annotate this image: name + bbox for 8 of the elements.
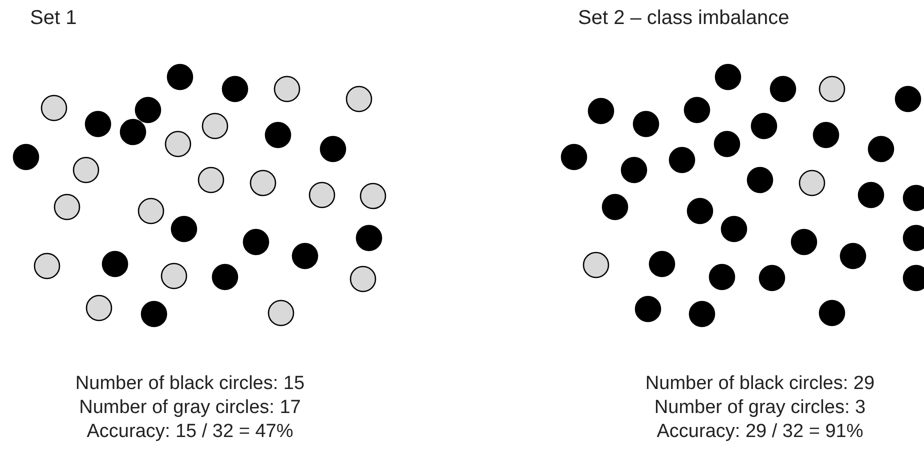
count-text: Number of gray circles: 3 [654,396,866,420]
count-text: Number of black circles: 29 [645,372,875,396]
accuracy-text: Accuracy: 29 / 32 = 91% [656,420,864,444]
count-text: Number of gray circles: 17 [79,396,301,420]
set-heading: Set 2 – class imbalance [578,6,790,30]
count-text: Number of black circles: 15 [75,372,305,396]
accuracy-text: Accuracy: 15 / 32 = 47% [86,420,294,444]
set-heading: Set 1 [30,6,77,30]
